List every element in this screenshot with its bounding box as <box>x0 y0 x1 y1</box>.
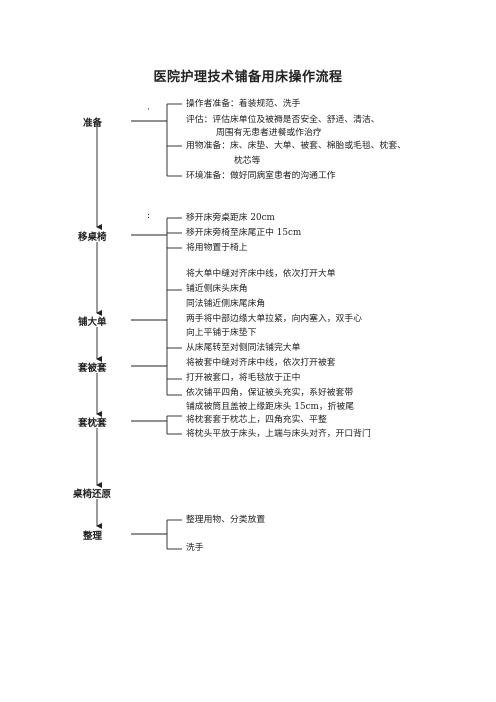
sheet-item-2: 铺近侧床头床角 <box>186 284 248 294</box>
sheet-item-3: 同法铺近侧床尾床角 <box>186 299 266 309</box>
bracket-move <box>131 217 182 249</box>
bullet-dot: : <box>147 211 151 221</box>
bracket-sheet <box>131 247 182 349</box>
quilt-item-1: 将被套中缝对齐床中线，依次打开被套 <box>186 358 336 368</box>
prepare-item-environment: 环境准备：做好同病室患者的沟通工作 <box>186 171 336 181</box>
step-restore-furniture: 桌椅还原 <box>73 489 112 500</box>
bracket-tidy <box>131 519 182 550</box>
quilt-item-2: 打开被套口，将毛毯放于正中 <box>186 373 301 383</box>
prepare-item-operator: 操作者准备：着装规范、洗手 <box>186 99 301 109</box>
tidy-item-2: 洗手 <box>186 543 204 553</box>
step-pillow-case: 套枕套 <box>78 418 107 429</box>
sheet-item-5: 向上平铺于床垫下 <box>186 328 257 338</box>
prepare-item-assess: 评估：评估床单位及被褥是否安全、舒适、清洁、 <box>186 115 380 125</box>
move-item-supplies: 将用物置于椅上 <box>186 243 248 253</box>
sheet-item-1: 将大单中缝对齐床中线，依次打开大单 <box>186 269 336 279</box>
quilt-item-4: 铺成被筒且盖被上缘距床头 15cm，折被尾 <box>186 402 355 412</box>
bracket-pillow <box>131 415 182 435</box>
pillow-item-2: 将枕头平放于床头，上端与床头对齐，开口背门 <box>186 429 371 439</box>
prepare-item-supplies: 用物准备：床、床垫、大单、被套、棉胎或毛毯、枕套、 <box>186 141 406 151</box>
step-tidy: 整理 <box>83 531 103 542</box>
move-item-chair: 移开床旁椅至床尾正中 15cm <box>186 228 302 238</box>
step-prepare: 准备 <box>83 118 103 129</box>
sheet-item-4: 两手将中部边缘大单拉紧，向内塞入，双手心 <box>186 314 362 324</box>
step-move-furniture: 移桌椅 <box>78 232 107 243</box>
prepare-item-supplies-cont: 枕芯等 <box>234 156 261 166</box>
tidy-item-1: 整理用物、分类放置 <box>186 515 266 525</box>
sheet-item-6: 从床尾转至对侧同法铺完大单 <box>186 343 301 353</box>
move-item-table: 移开床旁桌距床 20cm <box>186 213 275 223</box>
pillow-item-1: 将枕套套于枕芯上，四角充实、平整 <box>186 415 327 425</box>
bracket-quilt <box>131 348 182 396</box>
quilt-item-3: 依次铺平四角，保证被头充实，系好被套带 <box>186 388 354 398</box>
prepare-item-assess-cont: 周围有无患者进餐或作治疗 <box>216 128 322 138</box>
step-quilt-cover: 套被套 <box>78 363 107 374</box>
step-spread-sheet: 铺大单 <box>78 317 107 328</box>
page-title: 医院护理技术铺备用床操作流程 <box>153 70 343 85</box>
bracket-prepare <box>131 103 182 177</box>
bullet-dot: · <box>147 105 150 115</box>
